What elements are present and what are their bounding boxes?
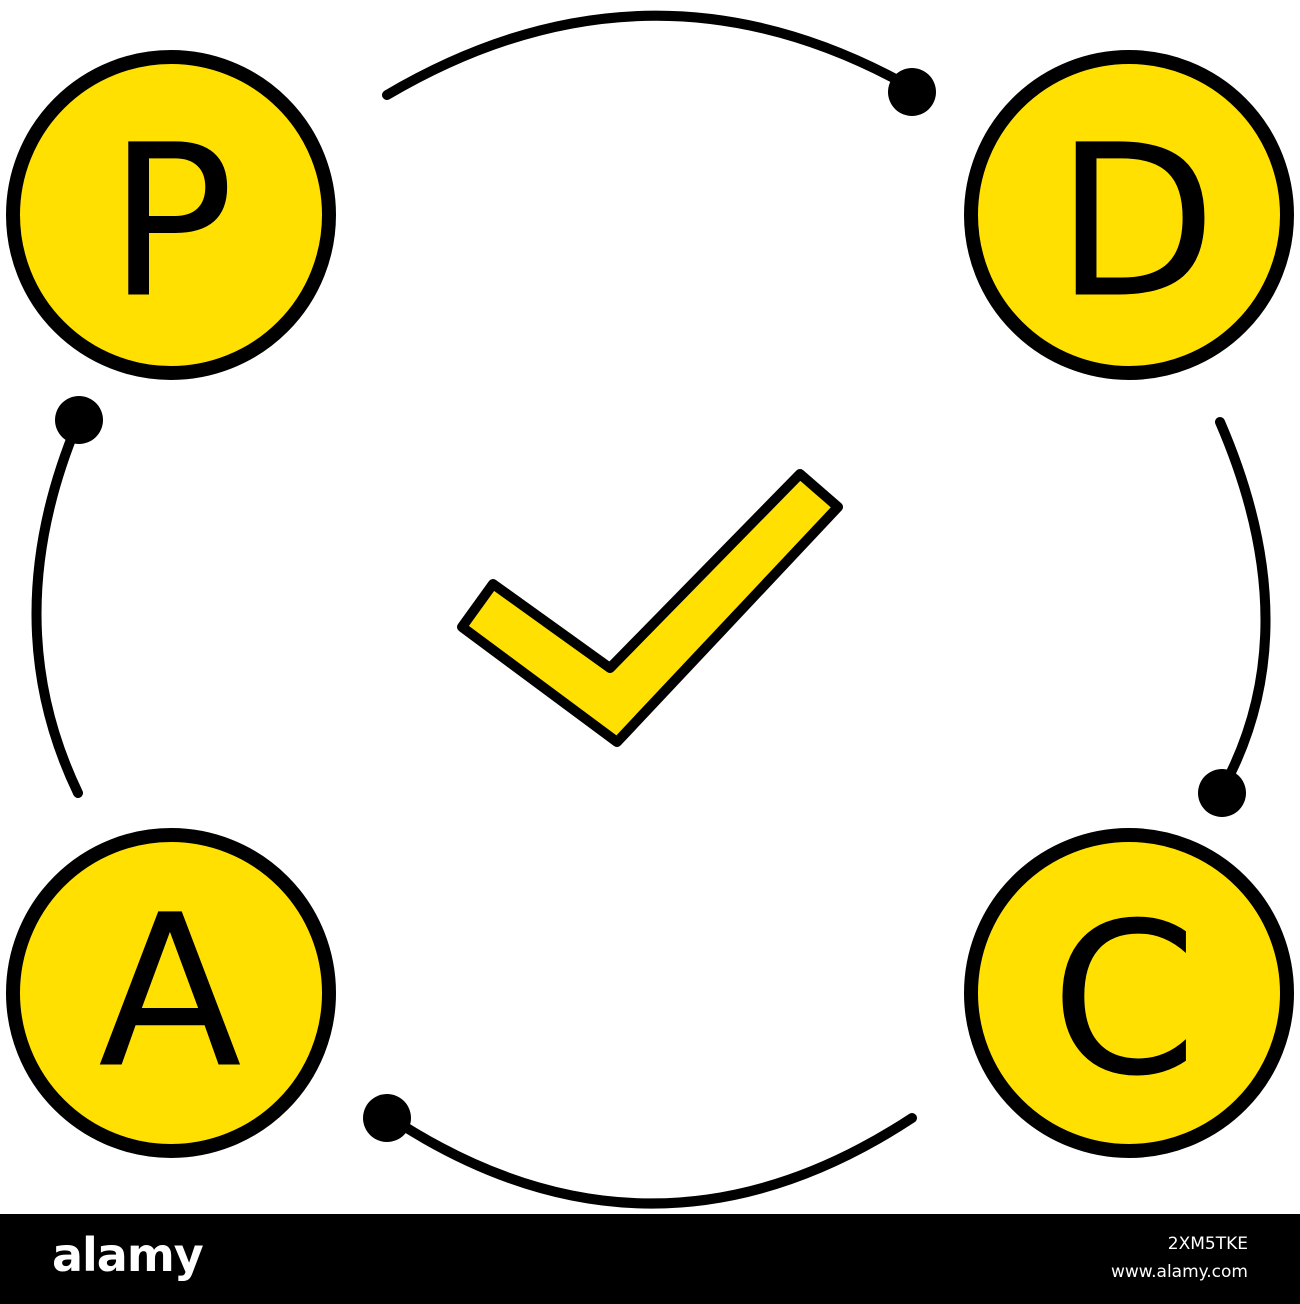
node-do-letter: D <box>1055 100 1217 345</box>
node-plan-letter: P <box>108 100 235 345</box>
watermark-logo: alamy <box>52 1228 204 1282</box>
node-act-circle <box>6 828 336 1158</box>
arc-d-to-c <box>1215 417 1271 795</box>
node-plan-circle <box>6 50 336 380</box>
image-id: 2XM5TKE <box>1167 1234 1248 1254</box>
node-plan: P <box>6 50 336 380</box>
node-check-letter: C <box>1051 878 1198 1123</box>
pdca-cycle-diagram: P D C A <box>6 10 1294 1209</box>
arc-p-to-d-endpoint <box>888 68 936 116</box>
arc-a-to-p <box>31 417 83 798</box>
node-do-circle <box>964 50 1294 380</box>
arc-a-to-p-endpoint <box>55 396 103 444</box>
checkmark-icon <box>457 469 843 747</box>
node-act: A <box>6 828 336 1158</box>
watermark-url: www.alamy.com <box>1110 1262 1248 1282</box>
node-check: C <box>964 828 1294 1158</box>
node-check-circle <box>964 828 1294 1158</box>
arc-c-to-a <box>383 1111 917 1209</box>
node-do: D <box>964 50 1294 380</box>
watermark-bar <box>0 1214 1300 1304</box>
arc-p-to-d <box>382 10 917 100</box>
arc-d-to-c-endpoint <box>1198 769 1246 817</box>
node-act-letter: A <box>98 870 242 1115</box>
arc-c-to-a-endpoint <box>363 1094 411 1142</box>
